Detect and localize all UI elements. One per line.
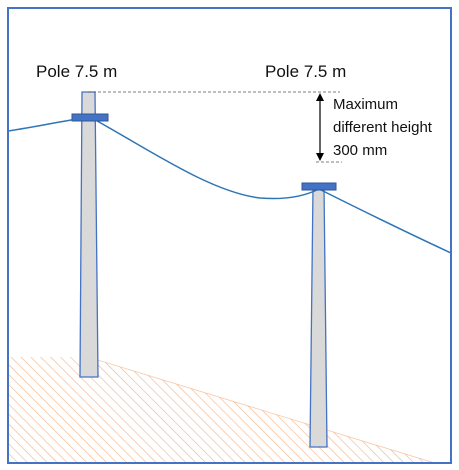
crossarm-right — [301, 182, 337, 191]
pole-right-label: Pole 7.5 m — [265, 62, 346, 81]
crossarm-left — [71, 113, 109, 122]
dimension-arrow-up — [316, 93, 324, 101]
height-annotation-line-3: 300 mm — [333, 142, 387, 159]
height-annotation-line-2: different height — [333, 119, 433, 136]
pole-right — [309, 186, 328, 448]
pole-left — [79, 91, 99, 378]
dimension-arrow-down — [316, 153, 324, 161]
pole-left-label: Pole 7.5 m — [36, 62, 117, 81]
height-annotation-line-1: Maximum — [333, 96, 398, 113]
wire-main-span — [89, 116, 320, 200]
wire-right-span — [318, 188, 450, 254]
ground-edge — [87, 356, 433, 462]
